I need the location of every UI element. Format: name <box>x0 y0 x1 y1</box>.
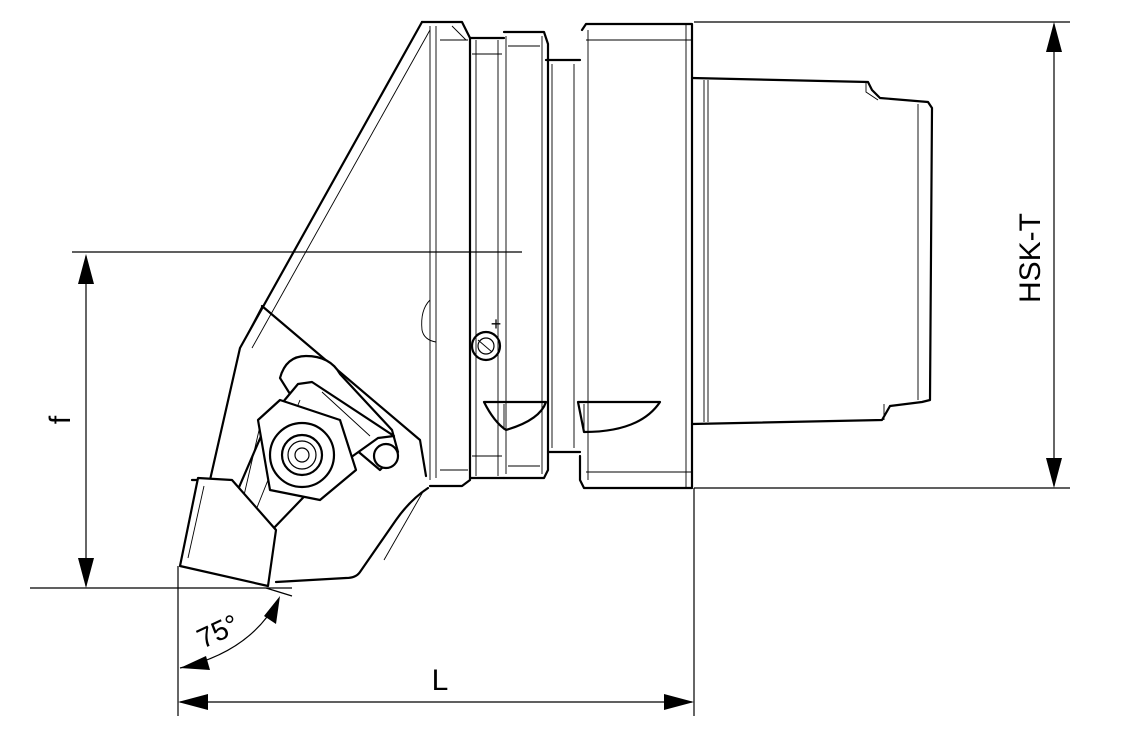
dimension-hsk-label: HSK-T <box>1014 213 1047 303</box>
dimension-f-label: f <box>44 415 77 424</box>
flange-body <box>420 20 694 490</box>
dimension-angle <box>179 587 293 670</box>
dimension-f <box>30 254 292 589</box>
dimension-hsk <box>694 21 1070 489</box>
dimension-angle-label: 75° <box>192 608 243 654</box>
cutting-insert <box>178 476 278 588</box>
dimension-L-label: L <box>432 664 449 697</box>
hsk-shank <box>690 76 934 426</box>
insert-clamp <box>216 354 400 554</box>
plus-mark: + <box>491 314 502 334</box>
dimension-L <box>177 488 695 716</box>
